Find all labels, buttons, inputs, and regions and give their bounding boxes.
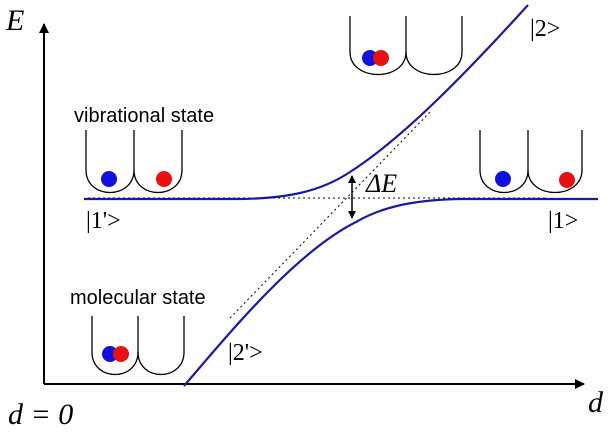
state-1-prime-label: |1'>: [86, 208, 121, 234]
red-atom: [373, 50, 389, 66]
blue-atom: [362, 50, 378, 66]
red-atom: [113, 346, 129, 362]
x-axis-label: d: [588, 386, 604, 419]
blue-atom: [101, 171, 117, 187]
lower-energy-curve: [183, 197, 598, 387]
blue-atom: [102, 346, 118, 362]
diabatic-diagonal-dotted-line: [229, 109, 433, 319]
vibrational-state-label: vibrational state: [74, 105, 214, 127]
molecular-state-label: molecular state: [70, 287, 206, 309]
red-atom: [156, 171, 172, 187]
red-atom: [559, 172, 575, 188]
upper-energy-curve: [84, 4, 529, 201]
state-1-label: |1>: [548, 208, 578, 234]
y-axis-label: E: [5, 4, 24, 37]
double-well-vibrational-left: [85, 130, 183, 193]
double-well-molecular-bottom: [91, 316, 185, 375]
origin-label: d = 0: [8, 398, 73, 431]
state-2-label: |2>: [530, 16, 560, 42]
blue-atom: [495, 171, 511, 187]
state-2-prime-label: |2'>: [228, 340, 263, 366]
double-well-molecular-top: [349, 16, 463, 75]
energy-gap-label: ΔE: [365, 169, 397, 198]
double-well-vibrational-right: [479, 130, 583, 193]
